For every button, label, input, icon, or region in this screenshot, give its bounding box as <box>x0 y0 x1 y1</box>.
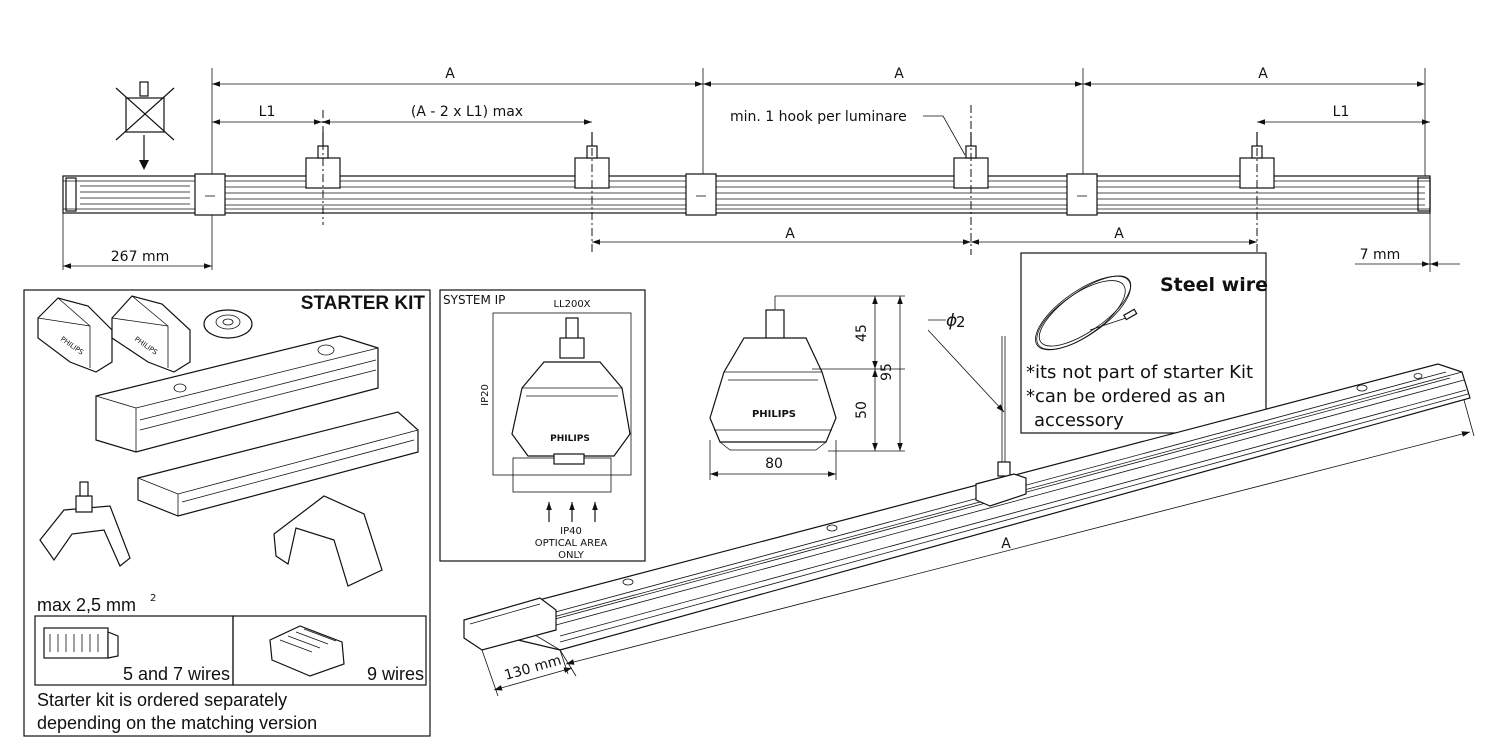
channel-piece-icon <box>137 411 419 517</box>
profile-section: PHILIPS 45 50 95 80 <box>709 295 905 480</box>
dimension-label-80: 80 <box>765 456 783 472</box>
hook-note-text: min. 1 hook per luminare <box>730 109 907 125</box>
dimension-a-lower-1: A <box>592 226 971 245</box>
dimension-label-45: 45 <box>854 324 870 342</box>
system-ip-panel: SYSTEM IP LL200X IP20 PHILIPS IP40 OPTIC… <box>439 289 646 562</box>
dimension-label-7: 7 mm <box>1360 247 1401 263</box>
only-label: ONLY <box>558 550 585 561</box>
iso-dimension-label-a: A <box>1001 536 1011 552</box>
extension-lines <box>62 68 1431 272</box>
dimension-267: 267 mm <box>63 249 212 269</box>
dimension-label-a: A <box>785 226 795 242</box>
dimension-label-l1: L1 <box>1333 104 1350 120</box>
iso-end-connector <box>463 597 557 651</box>
steel-wire-panel: Steel wire *its not part of starter Kit … <box>1020 252 1268 434</box>
cable-section-superscript: 2 <box>150 593 156 604</box>
iso-dimension-a: A <box>559 399 1475 675</box>
iso-rail <box>477 363 1471 651</box>
system-ip-model: LL200X <box>553 299 590 310</box>
starter-kit-note-line2: depending on the matching version <box>37 713 317 733</box>
dimension-a-3: A <box>1083 66 1425 87</box>
dimension-label-50: 50 <box>854 401 870 419</box>
dimension-label-a: A <box>1258 66 1268 82</box>
wire-diameter-callout: ϕ 2 <box>927 311 1005 413</box>
steel-wire-note3: accessory <box>1034 410 1124 431</box>
connector-9-box <box>232 615 427 686</box>
no-mount-icon <box>115 81 175 170</box>
rail-piece-icon <box>95 335 379 453</box>
starter-kit-title: STARTER KIT <box>301 293 426 314</box>
dimension-a-lower-2: A <box>971 226 1257 245</box>
dimension-45: 45 <box>854 296 878 369</box>
joint-cover <box>1066 173 1098 216</box>
starter-kit-panel: STARTER KIT PHILIPS PHILIPS <box>23 289 431 737</box>
dimension-a-1: A <box>212 66 703 87</box>
dimension-50: 50 <box>854 369 878 451</box>
dimension-span: (A - 2 x L1) max <box>322 104 592 125</box>
brand-logo: PHILIPS <box>550 434 590 444</box>
trunk-rail <box>62 173 1431 216</box>
system-ip-title: SYSTEM IP <box>443 293 505 307</box>
joint-cover <box>194 173 226 216</box>
dimension-label-span: (A - 2 x L1) max <box>411 104 523 120</box>
ip40-label: IP40 <box>560 526 582 537</box>
optical-area-label: OPTICAL AREA <box>535 538 608 549</box>
dimension-label-l1: L1 <box>259 104 276 120</box>
suspension-bracket-icon <box>39 481 131 567</box>
end-cap-disc-icon <box>203 309 253 339</box>
dimension-7: 7 mm <box>1355 247 1460 267</box>
steel-wire-coil-icon <box>1035 275 1138 351</box>
hook-note: min. 1 hook per luminare <box>730 109 966 156</box>
brand-logo: PHILIPS <box>752 409 796 420</box>
wire-diameter-label: 2 <box>956 313 966 331</box>
cable-section-label: max 2,5 mm <box>37 595 136 615</box>
connector-5-7-label: 5 and 7 wires <box>123 664 230 684</box>
dimension-label-a: A <box>1114 226 1124 242</box>
dimension-95: 95 <box>879 296 903 451</box>
dimension-label-267: 267 mm <box>111 249 169 265</box>
connector-5-7-icon <box>43 627 119 659</box>
dimension-a-2: A <box>703 66 1083 87</box>
hook-1 <box>305 132 341 189</box>
diameter-symbol: ϕ <box>946 311 957 331</box>
dimension-l1-right: L1 <box>1257 104 1430 125</box>
dimension-label-a: A <box>894 66 904 82</box>
end-connector-icon: PHILIPS <box>111 295 191 373</box>
hook-centerlines <box>322 105 1258 255</box>
ip20-label: IP20 <box>480 384 491 406</box>
dimension-80: 80 <box>710 456 836 477</box>
cover-bracket-icon <box>273 495 383 587</box>
end-connector-icon: PHILIPS <box>37 297 113 373</box>
isometric-view: A 130 mm <box>463 336 1475 697</box>
starter-kit-note-line1: Starter kit is ordered separately <box>37 690 287 710</box>
joint-cover <box>685 173 717 216</box>
connector-9-icon <box>269 625 345 677</box>
steel-wire-title: Steel wire <box>1160 274 1268 296</box>
luminaire-section-icon: PHILIPS <box>511 317 631 465</box>
steel-wire-note1: *its not part of starter Kit <box>1026 362 1253 383</box>
top-view: A A A L1 (A - 2 x L1) max L1 min. 1 hook… <box>62 66 1460 272</box>
dimension-label-95: 95 <box>879 363 895 381</box>
dimension-label-a: A <box>445 66 455 82</box>
dimension-l1-left: L1 <box>212 104 322 125</box>
airflow-arrows <box>546 502 598 522</box>
connector-9-label: 9 wires <box>367 664 424 684</box>
steel-wire-note2: *can be ordered as an <box>1026 386 1226 407</box>
